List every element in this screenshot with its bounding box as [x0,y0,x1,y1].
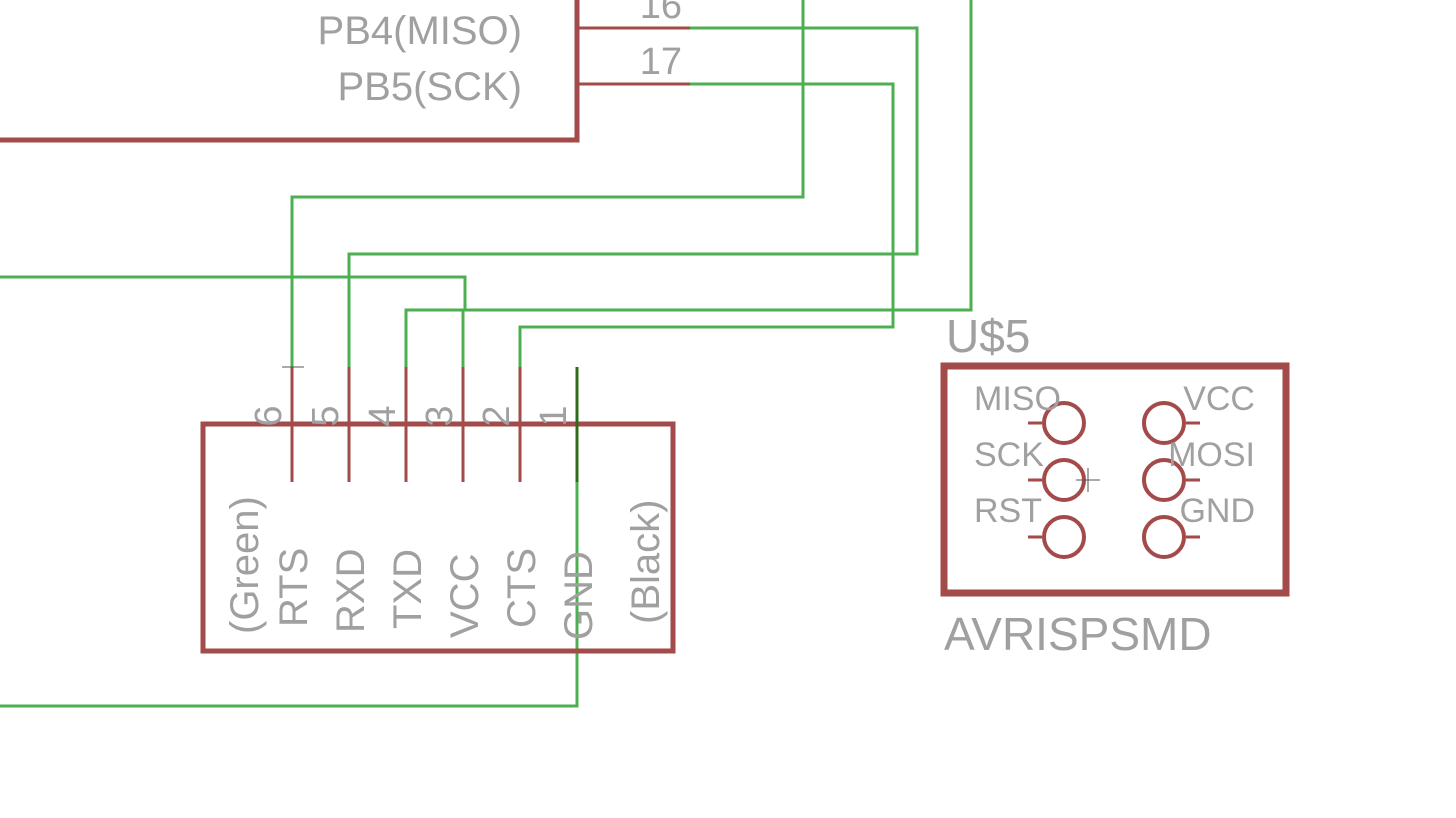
net-sck-cts [518,82,895,367]
isp-header-outline [940,362,1290,597]
net-rts [290,0,805,367]
nets [0,0,973,708]
ftdi-signal-txd: TXD [386,549,430,629]
ftdi-pin-number-6: 6 [248,405,290,426]
mcu-pin-number-sck: 17 [640,41,682,83]
mcu-outline [0,0,580,143]
ftdi-pin-number-5: 5 [305,405,347,426]
ftdi-pin-number-2: 2 [476,405,518,426]
mcu-pin-number-miso: 16 [640,0,682,27]
ftdi-header-symbol: 6 5 4 3 2 1 RTS RXD TXD VCC CTS GND (Gre… [200,366,676,654]
isp-label-sck: SCK [974,436,1044,474]
mcu-symbol: PB4(MISO) PB5(SCK) 16 17 [0,0,690,143]
ftdi-note-green: (Green) [223,496,267,634]
net-vcc [0,275,467,367]
isp-label-mosi: MOSI [1168,436,1255,474]
ftdi-signal-rts: RTS [272,548,316,627]
mcu-pin-label-miso: PB4(MISO) [318,9,522,53]
mcu-pin-label-sck: PB5(SCK) [338,65,523,109]
isp-part-name: U$5 [946,310,1030,362]
ftdi-pin-number-3: 3 [419,405,461,426]
isp-label-gnd: GND [1179,492,1255,530]
net-gnd [0,482,579,708]
ftdi-signal-gnd: GND [557,551,601,640]
isp-pad-2 [1142,401,1186,445]
isp-pad-1 [1042,401,1086,445]
ftdi-pin-number-1: 1 [533,405,575,426]
net-txd [404,0,973,367]
ftdi-signal-vcc: VCC [443,554,487,638]
ftdi-signal-rxd: RXD [329,549,373,633]
isp-label-miso: MISO [974,380,1061,418]
net-miso-rxd [347,26,919,367]
isp-header-symbol: U$5 MISO SCK RST VCC MOSI GND AVRISPSMD [940,310,1290,660]
isp-pad-6 [1142,515,1186,559]
ftdi-note-black: (Black) [624,500,668,624]
ftdi-pin-number-4: 4 [362,405,404,426]
isp-part-value: AVRISPSMD [944,608,1212,660]
isp-label-rst: RST [974,492,1042,530]
ftdi-signal-cts: CTS [500,548,544,628]
isp-pad-4 [1142,458,1186,502]
isp-pad-5 [1042,515,1086,559]
isp-label-vcc: VCC [1183,380,1255,418]
ftdi-header-outline [200,421,676,654]
